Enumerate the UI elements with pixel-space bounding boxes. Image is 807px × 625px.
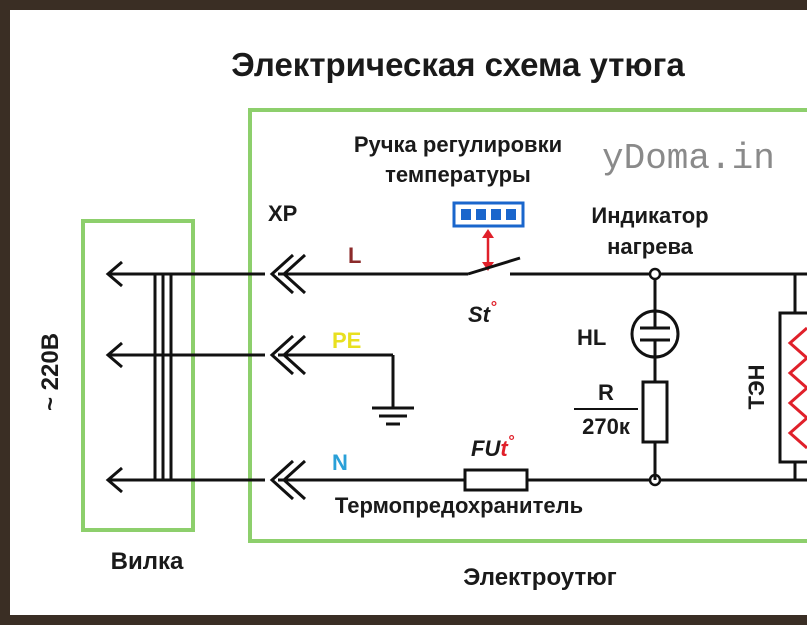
temperature-knob-icon [452,201,525,228]
heater-icon [778,274,807,480]
plug-pins [105,260,265,494]
plug-box [81,219,195,532]
indicator-label-line1: Индикатор [591,203,708,228]
resistor-icon [641,380,669,480]
heater-label: ТЭН [744,365,769,410]
fuse-label: FUt° [471,433,515,461]
indicator-label-line2: нагрева [607,234,694,259]
xp-connector-icon [269,253,307,501]
knob-label-line2: температуры [385,162,531,187]
knob-label-line1: Ручка регулировки [354,132,562,157]
fuse-caption: Термопредохранитель [335,493,583,518]
ground-icon [278,353,414,426]
wire-PE-label: PE [332,328,361,353]
neon-lamp-icon [630,309,680,382]
N-circuit [278,468,807,492]
iron-box [248,108,807,543]
lamp-hl-label: HL [577,325,606,350]
switch-st-label: St° [468,299,497,327]
diagram-title: Электрическая схема утюга [231,46,685,83]
wire-L-label: L [348,243,361,268]
wire-N-label: N [332,450,348,475]
voltage-label: ~ 220В [37,333,64,411]
knob-link-arrow-icon [482,229,494,271]
xp-label: XP [268,201,297,226]
resistor-value: 270к [582,414,631,439]
iron-caption: Электроутюг [463,564,616,591]
resistor-label: R [598,380,614,405]
plug-caption: Вилка [111,548,184,575]
diagram-canvas: Электрическая схема утюга yDoma.in Ручка… [10,10,807,615]
iron-circuit-diagram: Электрическая схема утюга yDoma.in Ручка… [37,46,807,591]
watermark: yDoma.in [602,138,775,179]
